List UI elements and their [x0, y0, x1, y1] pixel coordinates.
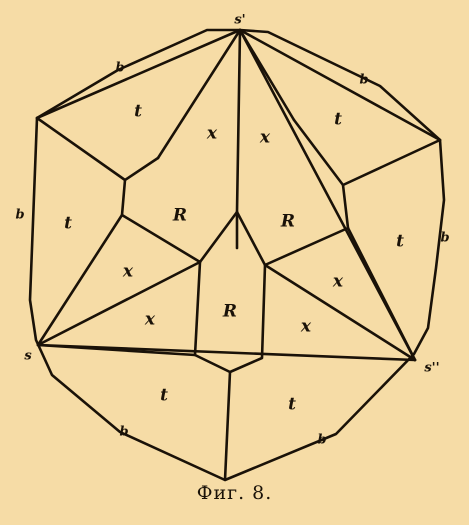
- label-t: t: [64, 214, 72, 234]
- label-t: t: [334, 110, 342, 130]
- label-s-top: s': [234, 13, 245, 28]
- edge: [35, 28, 242, 120]
- edge: [120, 118, 350, 267]
- label-b: b: [359, 73, 368, 88]
- label-b: b: [440, 231, 449, 246]
- label-b: b: [119, 425, 128, 440]
- label-s-left: s: [24, 349, 32, 364]
- label-R: R: [280, 212, 295, 232]
- label-x: x: [300, 317, 312, 337]
- label-x: x: [259, 128, 271, 148]
- outline: [28, 28, 446, 482]
- edge: [36, 213, 124, 347]
- label-x: x: [122, 262, 134, 282]
- label-b: b: [115, 61, 124, 76]
- figure-caption: Фиг. 8.: [196, 482, 273, 504]
- edge: [223, 370, 232, 482]
- edge: [238, 28, 417, 362]
- edge: [341, 138, 442, 187]
- edge: [35, 116, 127, 182]
- label-s-right: s'': [424, 361, 439, 376]
- edge: [36, 343, 417, 362]
- label-x: x: [206, 124, 218, 144]
- label-b: b: [317, 433, 326, 448]
- edge: [235, 28, 242, 214]
- label-b: b: [15, 208, 24, 223]
- edge: [238, 28, 442, 142]
- label-t: t: [134, 102, 142, 122]
- label-t: t: [288, 395, 296, 415]
- label-t: t: [396, 232, 404, 252]
- edge: [263, 263, 417, 362]
- edge: [36, 343, 197, 357]
- label-R: R: [172, 206, 187, 226]
- edge: [36, 260, 202, 347]
- edge: [156, 28, 242, 160]
- label-x: x: [144, 310, 156, 330]
- label-R: R: [222, 302, 237, 322]
- label-t: t: [160, 386, 168, 406]
- label-x: x: [332, 272, 344, 292]
